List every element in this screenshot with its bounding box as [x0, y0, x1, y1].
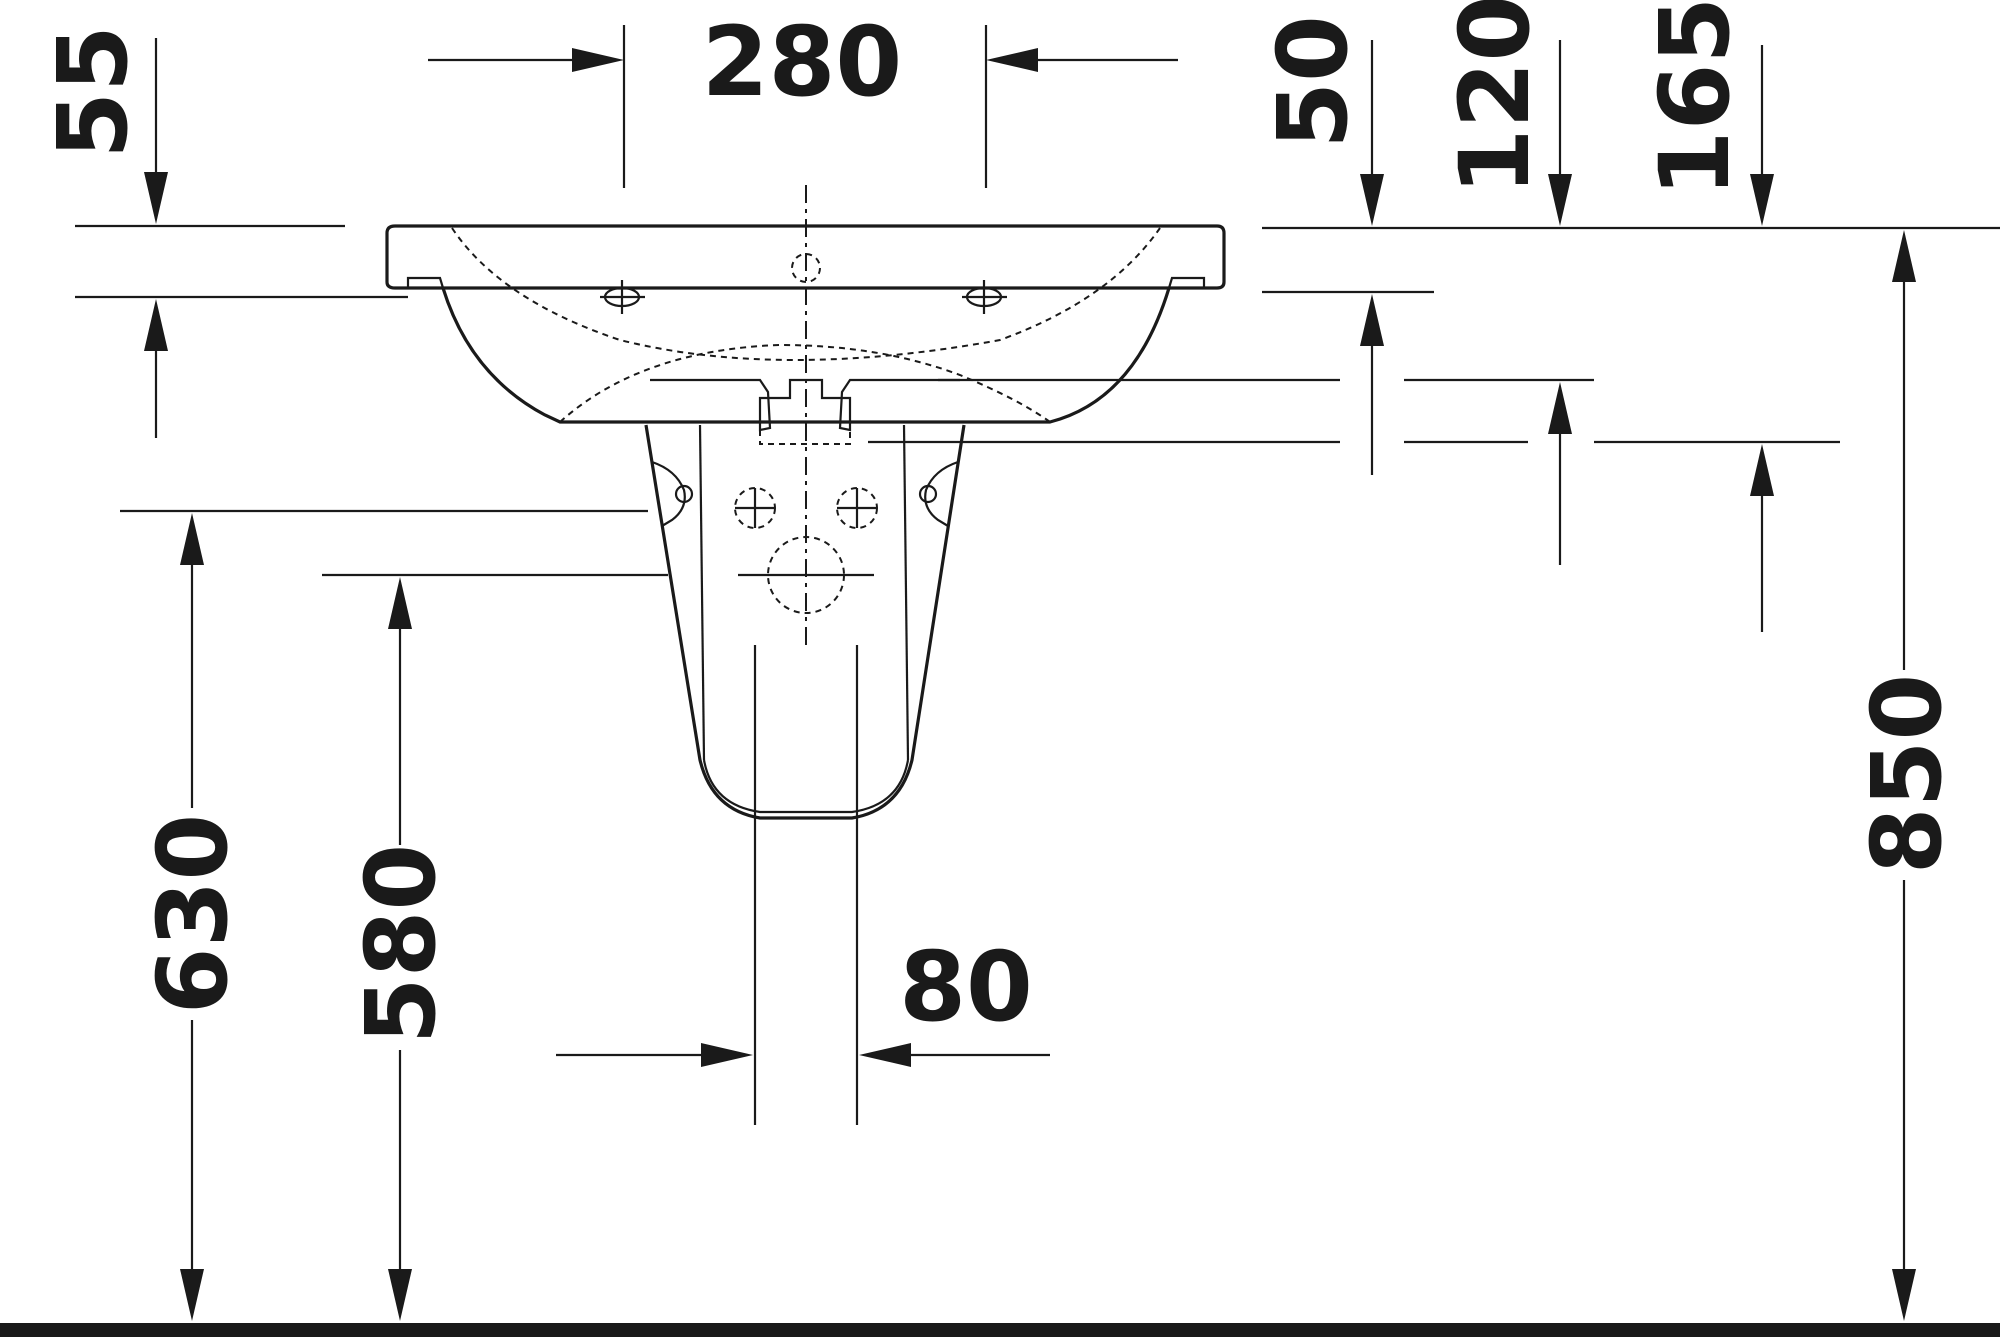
rim-step-left — [406, 276, 445, 289]
label-50: 50 — [1257, 15, 1369, 149]
bolt-right — [918, 484, 938, 504]
arrow-80-left — [701, 1043, 753, 1067]
arrow-80-right — [859, 1043, 911, 1067]
dimension-120: 120 — [1439, 0, 1572, 565]
pedestal-outline — [644, 424, 966, 820]
label-630: 630 — [137, 814, 249, 1014]
inner-bowl-outline — [451, 227, 1161, 361]
pedestal-inner-bottom — [702, 759, 910, 814]
dimension-280: 280 — [428, 6, 1178, 188]
arrow-850-top — [1892, 230, 1916, 282]
dimension-165: 165 — [1639, 0, 1774, 632]
arrow-50-top — [1360, 174, 1384, 226]
basin-rim — [385, 224, 1226, 290]
label-165: 165 — [1639, 0, 1751, 197]
label-55: 55 — [37, 25, 149, 159]
pedestal-inner-right — [902, 424, 910, 761]
label-80: 80 — [899, 931, 1033, 1043]
bracket-left — [651, 460, 686, 527]
dimension-630: 630 — [120, 509, 648, 1321]
label-120: 120 — [1439, 0, 1551, 195]
arrow-580-bottom — [388, 1269, 412, 1321]
arrow-55-top — [144, 172, 168, 224]
washbasin — [385, 224, 1226, 445]
supply-hole-right-cross — [837, 488, 877, 528]
bowl-bottom-outline — [559, 343, 1051, 423]
waste-outlet-hidden — [759, 430, 851, 445]
dimension-580: 580 — [322, 573, 668, 1321]
pedestal-inner-left — [698, 424, 706, 761]
arrow-165-top — [1750, 174, 1774, 226]
arrow-55-bottom — [144, 299, 168, 351]
dimension-80: 80 — [556, 931, 1050, 1067]
dimension-55: 55 — [37, 25, 408, 438]
arrow-630-top — [180, 513, 204, 565]
arrow-850-bottom — [1892, 1269, 1916, 1321]
overflow-hole — [791, 253, 821, 283]
arrow-165-bottom — [1750, 444, 1774, 496]
dimension-850: 850 — [1851, 230, 1963, 1321]
tap-hole-left-cross — [600, 280, 645, 314]
rim-step-right — [1167, 276, 1206, 289]
bracket-right — [924, 460, 959, 527]
bolt-left — [674, 484, 694, 504]
supply-hole-left-cross — [735, 488, 775, 528]
dimension-50: 50 — [1257, 15, 1384, 475]
arrow-120-bottom — [1548, 382, 1572, 434]
arrow-280-left — [572, 48, 624, 72]
basin-bowl — [441, 287, 1171, 424]
arrow-120-top — [1548, 174, 1572, 226]
label-850: 850 — [1851, 674, 1963, 874]
tap-hole-right-cross — [962, 280, 1007, 314]
label-580: 580 — [345, 844, 457, 1044]
arrow-280-right — [986, 48, 1038, 72]
arrow-630-bottom — [180, 1269, 204, 1321]
arrow-580-top — [388, 577, 412, 629]
floor-line — [0, 1323, 2000, 1337]
label-280: 280 — [702, 6, 902, 118]
arrow-50-bottom — [1360, 294, 1384, 346]
